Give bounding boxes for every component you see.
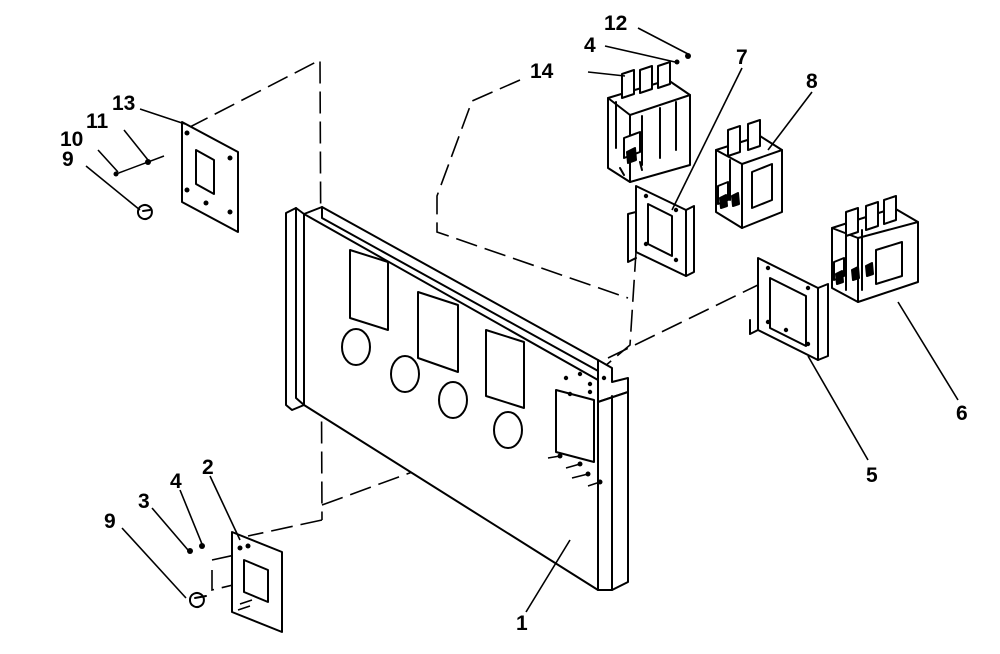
callout-11: 11	[86, 110, 109, 133]
callout-labels: 12 4 14 7 8 13 11 10 9 6 5 2 4 3 9 1	[60, 12, 968, 635]
callout-8: 8	[806, 70, 818, 93]
callout-2: 2	[202, 456, 214, 479]
knob-part-9-upper	[137, 204, 153, 220]
breaker-part-14	[607, 53, 691, 183]
callout-9-bottom: 9	[104, 510, 116, 533]
plate-part-2	[187, 531, 283, 633]
bracket-part-7	[627, 185, 695, 277]
breaker-part-8	[715, 119, 783, 229]
callout-9-top: 9	[62, 148, 74, 171]
cover-plate-part-13	[113, 121, 239, 233]
callout-6: 6	[956, 402, 968, 425]
callout-4-top: 4	[584, 34, 596, 57]
callout-14: 14	[530, 60, 554, 83]
main-panel-part-1	[285, 206, 629, 591]
callout-5: 5	[866, 464, 878, 487]
callout-12: 12	[604, 12, 627, 35]
leader-lines	[85, 27, 959, 613]
callout-4-bottom: 4	[170, 470, 182, 493]
knob-part-9-lower	[189, 592, 207, 608]
bracket-part-5	[749, 257, 829, 361]
callout-13: 13	[112, 92, 135, 115]
callout-3: 3	[138, 490, 150, 513]
breaker-part-6	[831, 195, 919, 303]
callout-7: 7	[736, 46, 748, 69]
callout-1: 1	[516, 612, 528, 635]
callout-10: 10	[60, 128, 83, 151]
